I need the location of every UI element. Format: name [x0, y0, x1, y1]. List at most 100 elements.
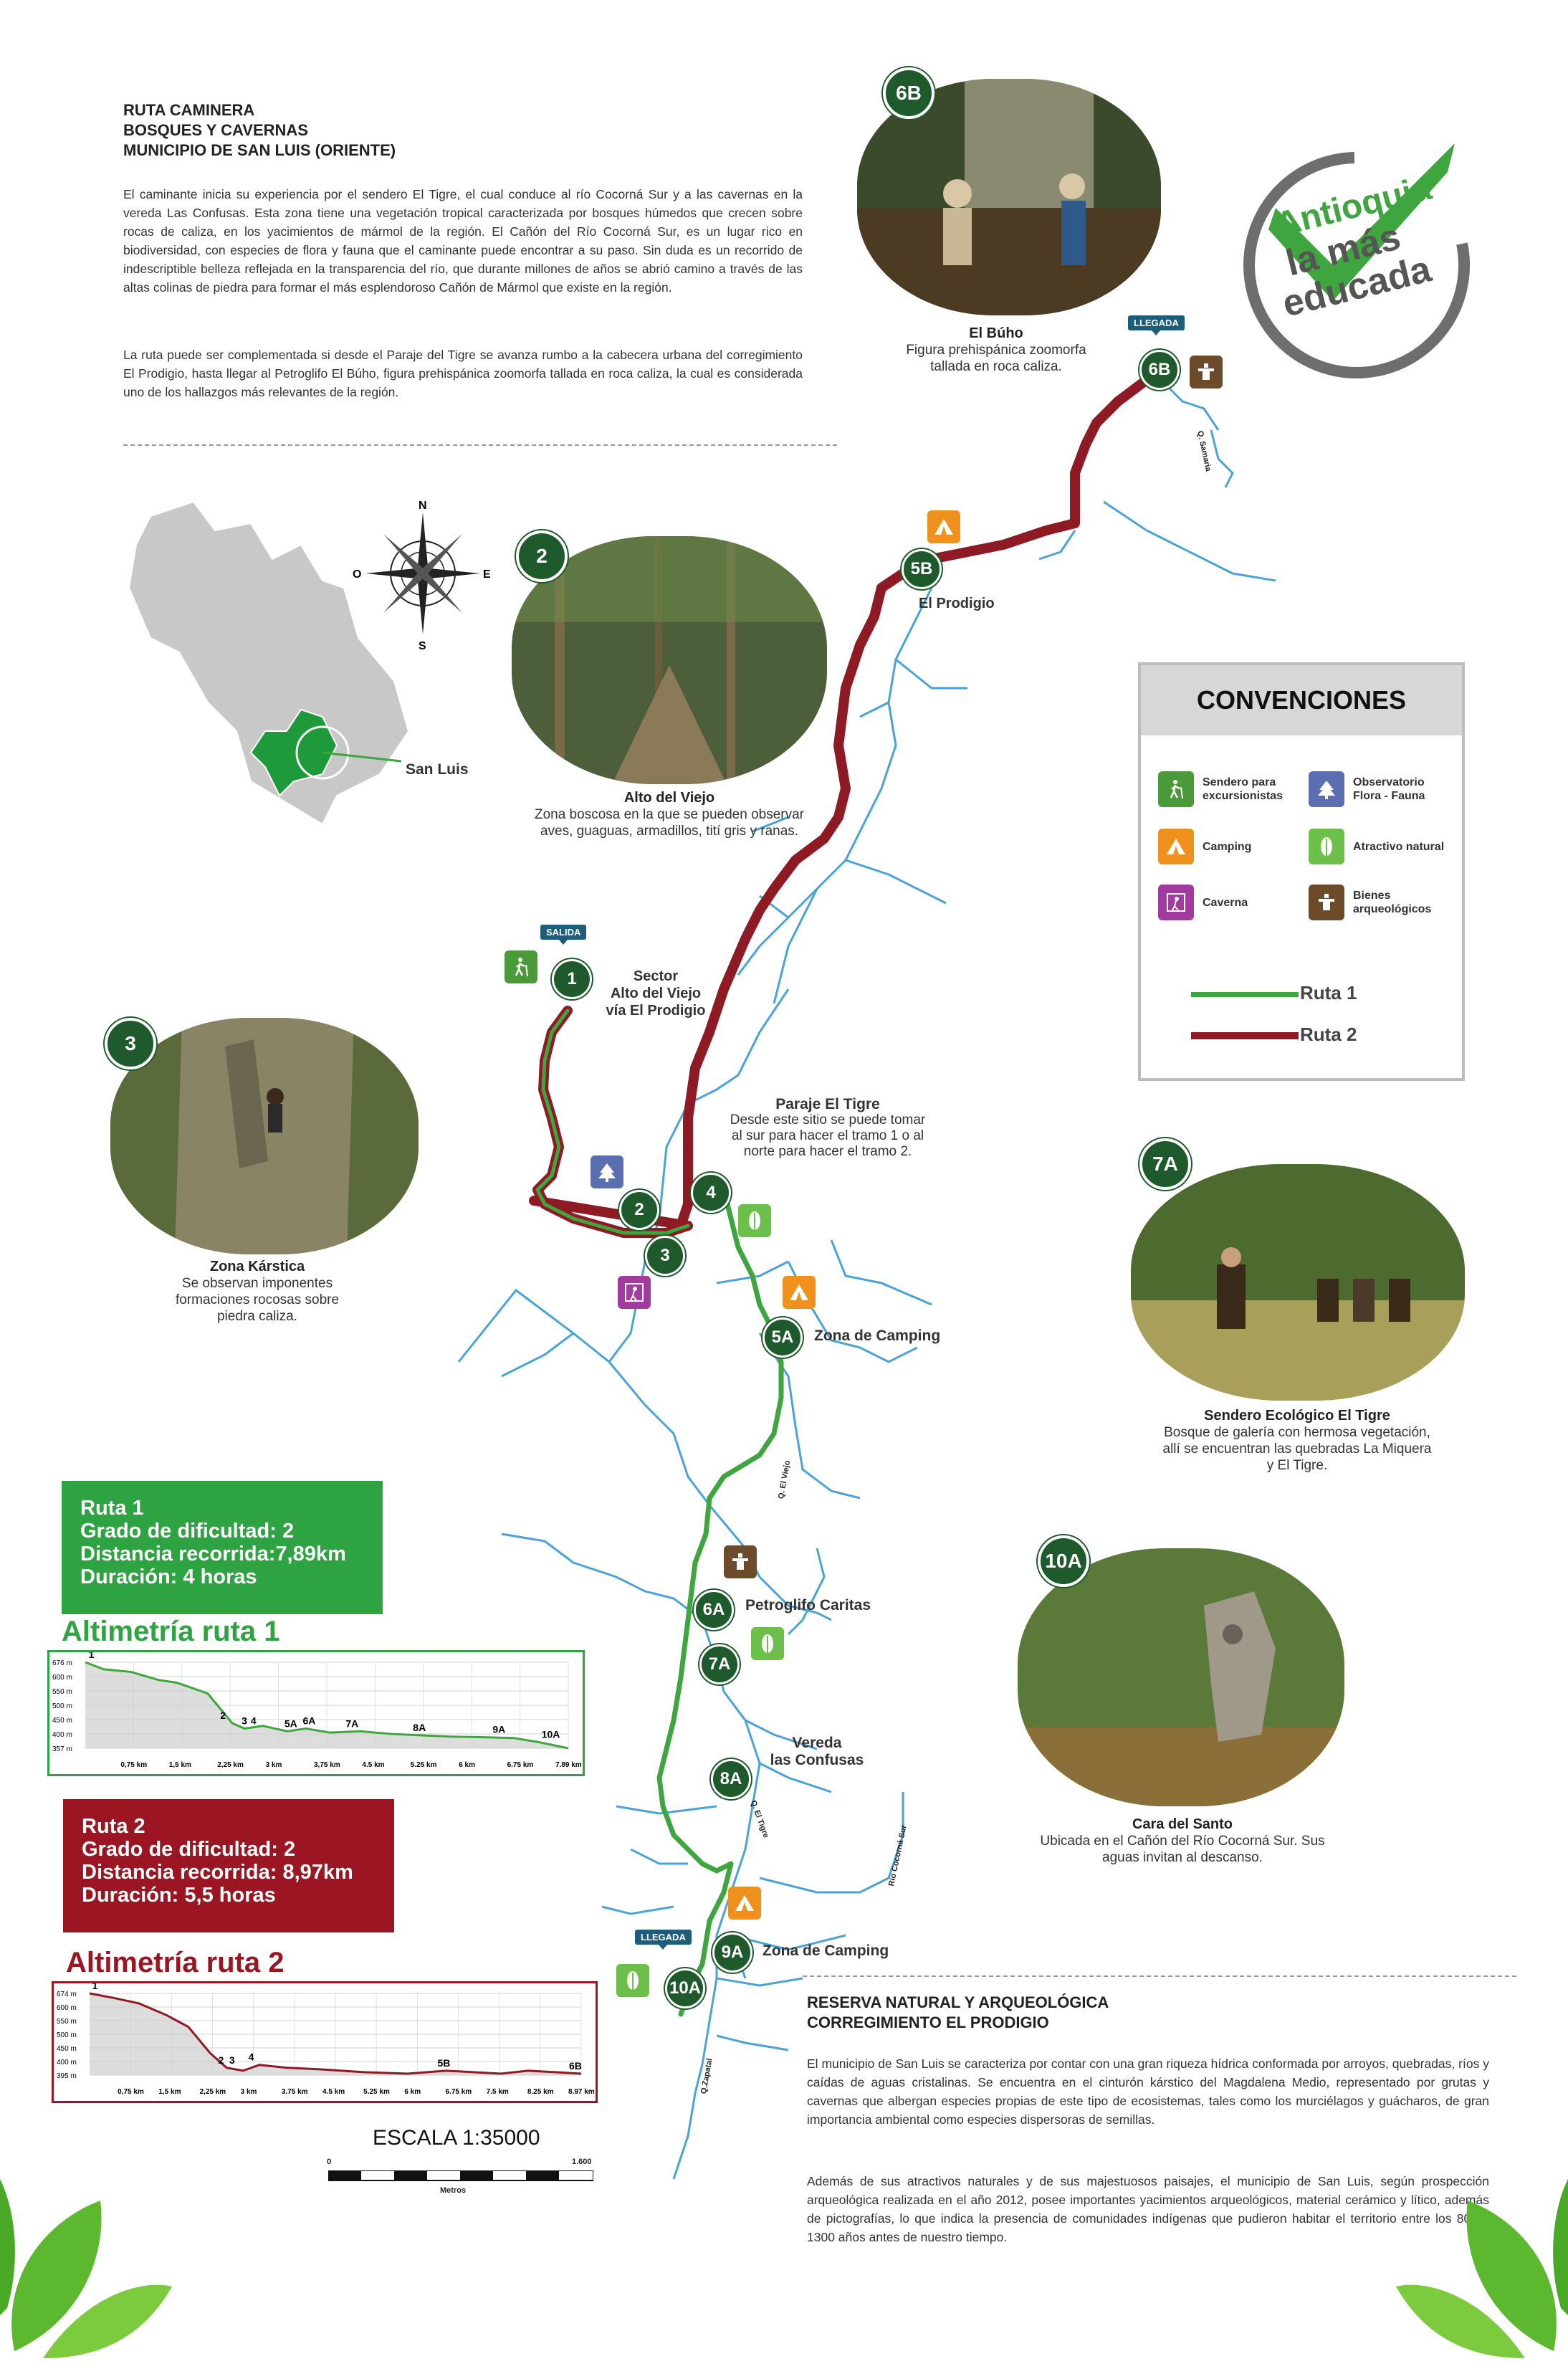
- point-4: 4: [691, 1173, 731, 1213]
- legend-item: Observatorio Flora - Fauna: [1309, 771, 1452, 807]
- point-label: 5A: [285, 1717, 297, 1729]
- legend-item-label: Bienes arqueológicos: [1353, 890, 1432, 915]
- legend-item: Bienes arqueológicos: [1309, 885, 1452, 920]
- cave-icon: [1158, 885, 1194, 920]
- photo-caption-zona-karstica: Zona Kárstica Se observan imponentes for…: [168, 1259, 347, 1325]
- intro-paragraph-2: La ruta puede ser complementada si desde…: [123, 348, 803, 399]
- caption-title: Alto del Viejo: [623, 790, 715, 806]
- caption-text: Figura prehispánica zoomorfa tallada en …: [906, 343, 1086, 374]
- label-vereda-las-confusas: Vereda las Confusas: [767, 1735, 867, 1769]
- y-tick-label: 676 m: [52, 1659, 72, 1667]
- tree-icon: [591, 1155, 623, 1188]
- photo-sendero-el-tigre: [1131, 1164, 1465, 1401]
- point-label: 6B: [569, 2060, 582, 2072]
- river-label-samaria: Q. Samaria: [1195, 430, 1213, 472]
- intro-title: RUTA CAMINERA BOSQUES Y CAVERNAS MUNICIP…: [123, 100, 840, 161]
- label-paraje-el-tigre: Paraje El Tigre Desde este sitio se pued…: [724, 1097, 932, 1160]
- photo-zona-karstica: [110, 1018, 419, 1254]
- caption-text: Zona boscosa en la que se pueden observa…: [534, 807, 805, 839]
- flag-salida: SALIDA: [540, 925, 587, 945]
- locator-label: San Luis: [406, 761, 469, 778]
- legend-item-label: Observatorio Flora - Fauna: [1353, 776, 1425, 802]
- legend-item: Atractivo natural: [1309, 829, 1452, 864]
- scale-min: 0: [327, 2158, 332, 2166]
- photo-cara-del-santo: [1018, 1548, 1344, 1806]
- x-tick-label: 5.25 km: [411, 1761, 437, 1769]
- y-tick-label: 357 m: [52, 1745, 72, 1753]
- y-tick-label: 500 m: [57, 2031, 77, 2039]
- compass-south: S: [419, 640, 426, 652]
- point-5b: 5B: [902, 549, 942, 589]
- leaf-icon: [738, 1204, 771, 1237]
- y-tick-label: 550 m: [57, 2018, 77, 2026]
- caption-text: Bosque de galería con hermosa vegetación…: [1162, 1425, 1432, 1473]
- legend-route2-swatch: [1191, 1032, 1299, 1039]
- x-tick-label: 1,5 km: [158, 2088, 181, 2096]
- legend-item: Camping: [1158, 829, 1301, 864]
- label-sector-line: Alto del Viejo: [610, 986, 702, 1001]
- label-vereda-line: las Confusas: [770, 1752, 864, 1768]
- x-tick-label: 4.5 km: [322, 2088, 345, 2096]
- photo-caption-sendero-el-tigre: Sendero Ecológico El Tigre Bosque de gal…: [1161, 1408, 1433, 1474]
- label-paraje-text: Desde este sitio se puede tomar al sur p…: [730, 1112, 926, 1159]
- legend-item-label: Caverna: [1203, 896, 1248, 909]
- tree-icon: [1309, 771, 1344, 807]
- caption-text: Ubicada en el Cañón del Río Cocorná Sur.…: [1040, 1834, 1325, 1865]
- x-tick-label: 5.25 km: [363, 2088, 390, 2096]
- caption-title: El Búho: [969, 325, 1023, 341]
- legend-item-label: Sendero para excursionistas: [1203, 776, 1283, 802]
- y-tick-label: 395 m: [57, 2072, 77, 2080]
- label-zona-camping-5a: Zona de Camping: [814, 1328, 941, 1344]
- scale-bar: 0 1.600 Metros: [327, 2158, 599, 2201]
- y-tick-label: 450 m: [57, 2045, 77, 2053]
- river-label-eltigre: Q. El Tigre: [748, 1799, 770, 1839]
- compass-north: N: [419, 500, 427, 512]
- label-petroglifo-caritas: Petroglifo Caritas: [745, 1597, 871, 1614]
- elevation-line: [89, 1992, 582, 2075]
- label-sector: Sector Alto del Viejo vía El Prodigio: [595, 968, 717, 1019]
- x-tick-label: 3 km: [266, 1761, 282, 1769]
- locator-map: [107, 495, 509, 839]
- reserve-paragraph-2: Además de sus atractivos naturales y de …: [807, 2174, 1489, 2244]
- x-tick-label: 6 km: [459, 1761, 475, 1769]
- scale-title: ESCALA 1:35000: [373, 2126, 540, 2150]
- point-label: 3: [229, 2054, 235, 2066]
- reserve-title-line: CORREGIMIENTO EL PRODIGIO: [807, 2013, 1049, 2031]
- x-tick-label: 0,75 km: [118, 2088, 144, 2096]
- point-label: 2: [220, 1710, 226, 1721]
- x-tick-label: 3 km: [241, 2088, 257, 2096]
- x-tick-label: 4.5 km: [362, 1761, 384, 1769]
- scale-unit: Metros: [440, 2186, 467, 2195]
- label-el-prodigio: El Prodigio: [919, 596, 995, 611]
- route1-line: Duración: 4 horas: [80, 1565, 257, 1588]
- tent-icon: [728, 1887, 761, 1920]
- river-label-elviejo: Q. El Viejo: [777, 1459, 793, 1500]
- leaf-icon: [1309, 829, 1344, 864]
- point-label: 10A: [542, 1728, 560, 1740]
- antioquia-logo: Antioquia la más educada: [1211, 129, 1526, 387]
- y-tick-label: 600 m: [57, 2004, 77, 2012]
- x-tick-label: 8.25 km: [527, 2088, 554, 2096]
- caption-title: Sendero Ecológico El Tigre: [1204, 1408, 1390, 1424]
- point-label: 6A: [303, 1715, 316, 1727]
- legend: CONVENCIONES Sendero para excursionistas…: [1138, 662, 1465, 1081]
- caption-title: Cara del Santo: [1132, 1816, 1233, 1832]
- photo-badge-7a: 7A: [1139, 1138, 1191, 1190]
- leaf-icon: [751, 1627, 784, 1660]
- point-label: 8A: [413, 1722, 426, 1733]
- legend-item-label: Atractivo natural: [1353, 840, 1445, 853]
- photo-alto-del-viejo: [512, 536, 827, 784]
- x-tick-label: 6 km: [404, 2088, 421, 2096]
- flag-llegada-10a: LLEGADA: [635, 1930, 692, 1950]
- intro-title-line: RUTA CAMINERA: [123, 101, 255, 119]
- chart1-title: Altimetría ruta 1: [62, 1616, 280, 1647]
- route1-line: Grado de dificultad: 2: [80, 1520, 295, 1543]
- point-label: 5B: [437, 2057, 450, 2069]
- legend-route2-label: Ruta 2: [1300, 1024, 1357, 1045]
- label-sector-line: Sector: [633, 968, 679, 984]
- route2-line: Grado de dificultad: 2: [82, 1838, 296, 1861]
- x-tick-label: 3.75 km: [282, 2088, 308, 2096]
